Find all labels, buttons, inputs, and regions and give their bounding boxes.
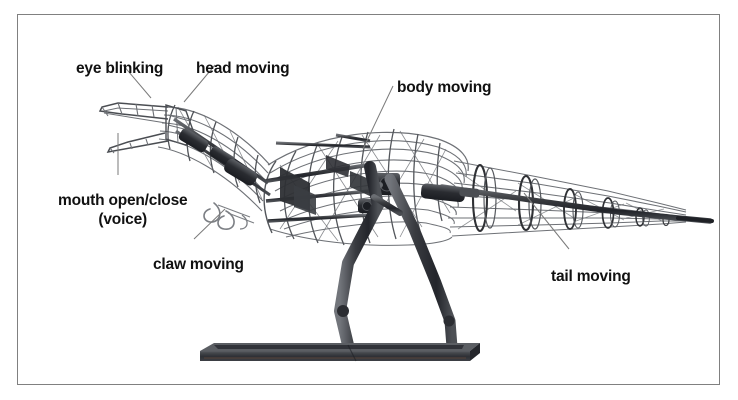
- leader-line-claw: [193, 208, 226, 240]
- annotation-label-mouth-open-close: mouth open/close (voice): [58, 191, 188, 229]
- leader-line-head: [183, 64, 216, 103]
- internal-mechanism: [173, 117, 480, 247]
- head-and-jaw-frame: [98, 102, 195, 154]
- tail-assembly: [448, 160, 687, 237]
- annotation-label-body-moving: body moving: [397, 79, 492, 96]
- legs-assembly: [334, 161, 458, 353]
- leader-line-body: [362, 85, 394, 150]
- forelimb-claws: [203, 202, 255, 230]
- annotation-label-mouth-line-2: (voice): [98, 211, 147, 228]
- annotation-label-claw-moving: claw moving: [153, 256, 244, 273]
- leader-line-eye: [122, 64, 152, 99]
- annotation-label-tail-moving: tail moving: [551, 268, 631, 285]
- tail-spine-rod: [439, 184, 714, 224]
- robot-skeleton-illustration: [98, 64, 714, 362]
- annotation-label-mouth-line-1: mouth open/close: [58, 192, 188, 209]
- base-stand: [200, 343, 480, 362]
- leader-lines: [117, 64, 570, 250]
- annotation-label-head-moving: head moving: [196, 60, 290, 77]
- leader-line-tail: [523, 192, 570, 250]
- annotation-label-eye-blinking: eye blinking: [76, 60, 164, 77]
- figure-frame: eye blinking head moving body moving mou…: [17, 14, 720, 385]
